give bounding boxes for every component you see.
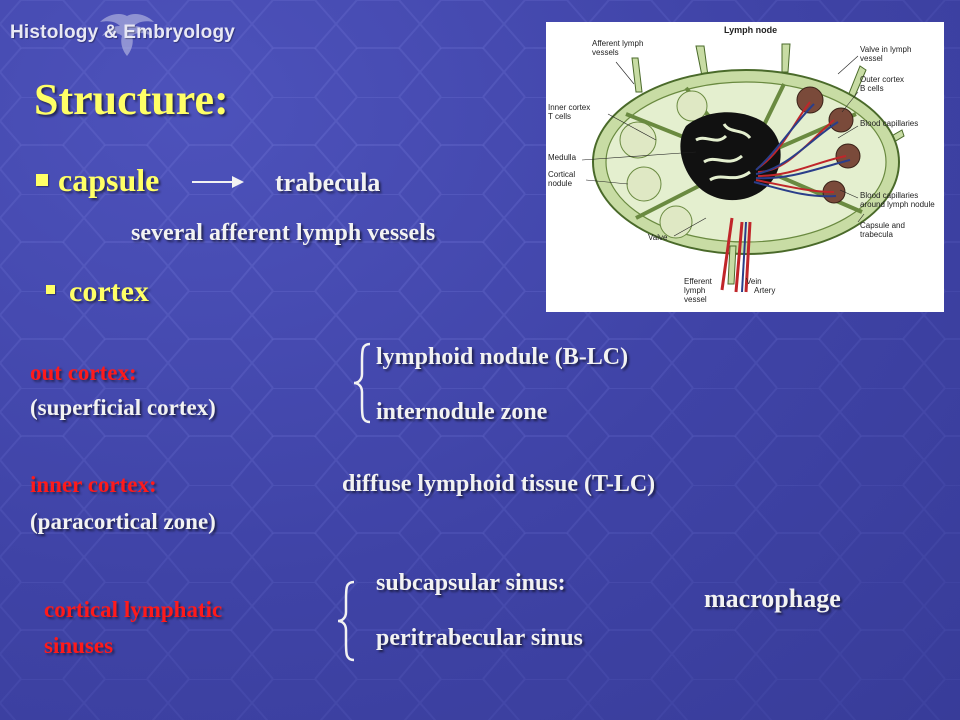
- label-valve-right-1: Valve in lymph: [860, 45, 911, 54]
- label-afferent-1: Afferent lymph: [592, 39, 643, 48]
- figure-title: Lymph node: [724, 25, 777, 35]
- label-capsule-trabecula-1: Capsule and: [860, 221, 905, 230]
- cortex-label: cortex: [69, 275, 149, 308]
- inner-cortex-label: inner cortex:: [30, 472, 157, 497]
- label-afferent-2: vessels: [592, 48, 619, 57]
- label-outer-cortex-1: Outer cortex: [860, 75, 904, 84]
- lymphoid-nodule-text: lymphoid nodule (B-LC): [376, 344, 629, 370]
- peritrabecular-sinus-text: peritrabecular sinus: [376, 625, 583, 651]
- logo: Histology & Embryology: [10, 10, 250, 58]
- out-cortex-label: out cortex:: [30, 360, 137, 385]
- bullet-square-icon: [46, 284, 55, 294]
- eagle-icon: [100, 14, 154, 56]
- label-vein: Vein: [746, 277, 762, 286]
- right-arrow-icon: [192, 176, 244, 188]
- internodule-zone-text: internodule zone: [376, 399, 548, 425]
- label-inner-cortex-2: T cells: [548, 112, 571, 121]
- label-medulla: Medulla: [548, 153, 577, 162]
- label-blood-capillaries: Blood capillaries: [860, 119, 918, 128]
- trabecula-label: trabecula: [275, 168, 381, 197]
- superficial-cortex-label: (superficial cortex): [30, 395, 216, 420]
- label-efferent-1: Efferent: [684, 277, 713, 286]
- bullet-square-icon: [36, 173, 48, 186]
- slide-title: Structure:: [34, 75, 229, 124]
- label-capsule-trabecula-2: trabecula: [860, 230, 893, 239]
- curly-brace-icon: [353, 342, 371, 424]
- subcapsular-sinus-text: subcapsular sinus:: [376, 570, 566, 596]
- label-valve-left: Valve: [648, 233, 668, 242]
- sinuses-label-line1: cortical lymphatic: [44, 597, 223, 622]
- label-outer-cortex-2: B cells: [860, 84, 884, 93]
- capsule-item: capsule: [36, 162, 159, 199]
- paracortical-zone-label: (paracortical zone): [30, 509, 216, 534]
- capsule-label: capsule: [58, 162, 160, 198]
- diffuse-lymphoid-text: diffuse lymphoid tissue (T-LC): [342, 471, 656, 497]
- sinuses-label-line2: sinuses: [44, 633, 114, 658]
- logo-text: Histology & Embryology: [10, 22, 236, 43]
- macrophage-text: macrophage: [704, 584, 841, 613]
- label-valve-right-2: vessel: [860, 54, 883, 63]
- lymph-node-figure: Lymph node: [546, 22, 944, 312]
- label-efferent-3: vessel: [684, 295, 707, 304]
- lymph-node-diagram: Lymph node: [548, 25, 935, 304]
- cortex-item: cortex: [46, 275, 149, 309]
- label-inner-cortex-1: Inner cortex: [548, 103, 590, 112]
- label-cortical-nodule-2: nodule: [548, 179, 573, 188]
- label-artery: Artery: [754, 286, 775, 295]
- label-cortical-nodule-1: Cortical: [548, 170, 575, 179]
- label-blood-caps-nodule-1: Blood capillaries: [860, 191, 918, 200]
- afferent-vessels-text: several afferent lymph vessels: [131, 220, 436, 246]
- label-efferent-2: lymph: [684, 286, 705, 295]
- label-blood-caps-nodule-2: around lymph nodule: [860, 200, 935, 209]
- curly-brace-icon: [337, 580, 355, 662]
